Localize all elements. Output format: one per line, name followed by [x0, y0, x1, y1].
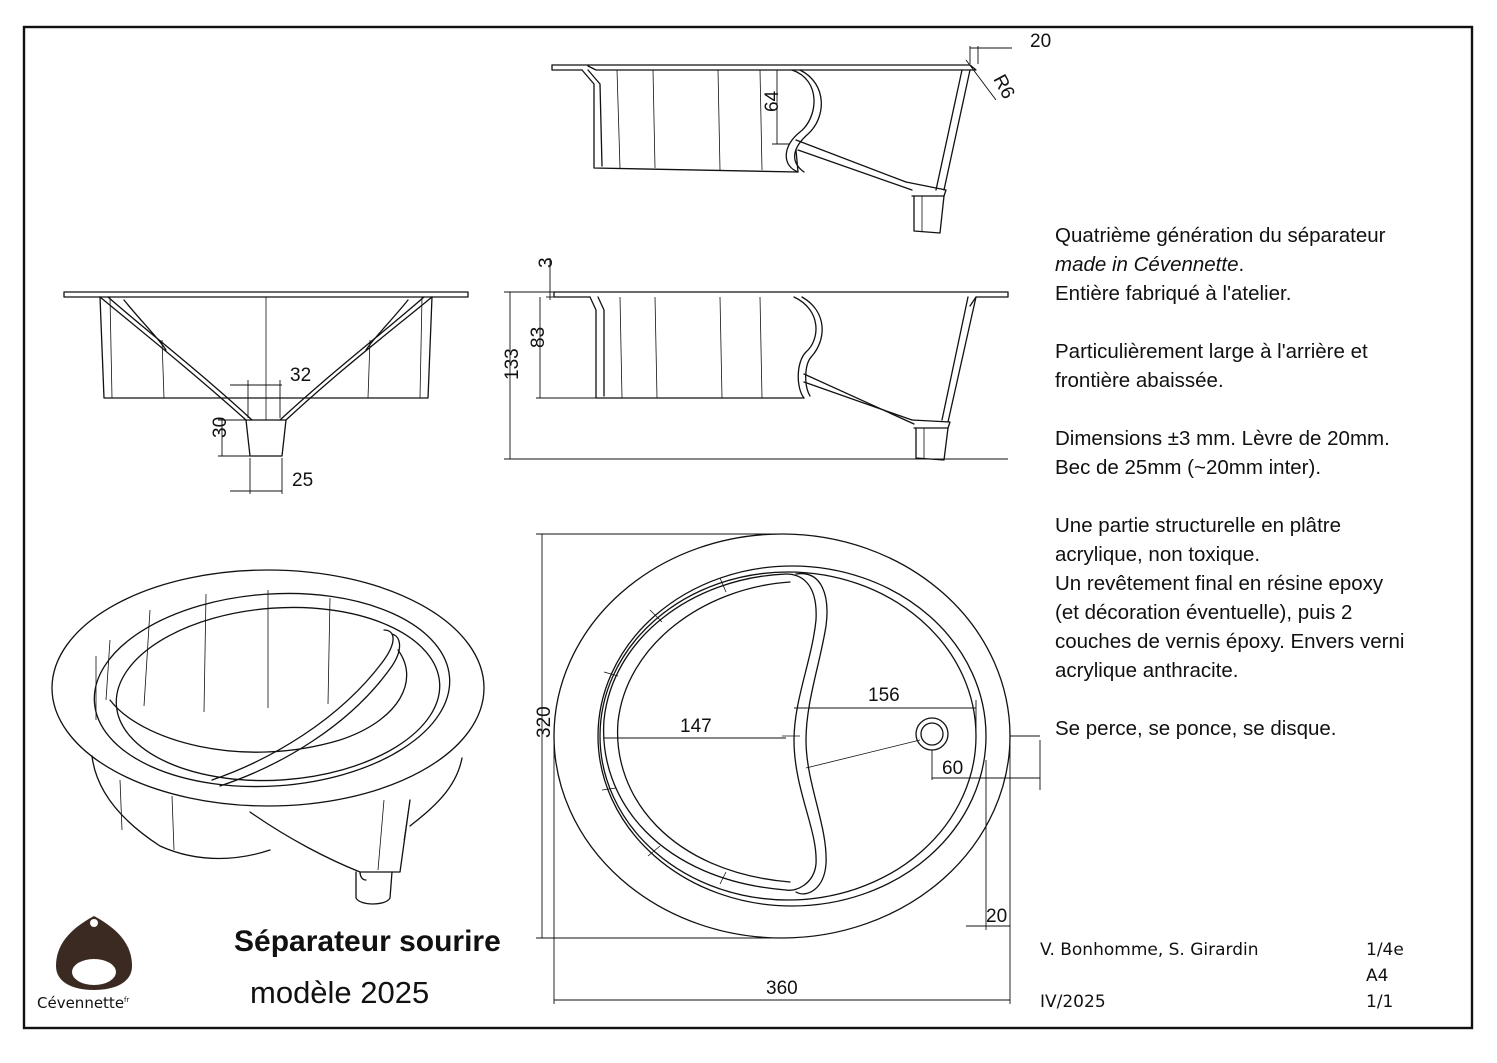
note-line: Dimensions ±3 mm. Lèvre de 20mm.: [1055, 427, 1390, 450]
logo-name: Cévennette: [37, 994, 125, 1012]
dim-height-64: 64: [762, 90, 783, 112]
drawing-title: Séparateur sourire: [234, 925, 501, 958]
plan-view: 147 156 60 320 360 20: [534, 533, 1041, 1004]
description-notes: Quatrième génération du séparateur made …: [1055, 221, 1475, 743]
dim-156: 156: [868, 685, 900, 706]
logo-text: Cévennettefr: [37, 994, 129, 1012]
title-block-format: A4: [1366, 966, 1389, 986]
dim-spout-bottom: 25: [292, 470, 313, 491]
note-line: Quatrième génération du séparateur: [1055, 224, 1386, 247]
front-elevation: 32 30 25: [63, 291, 469, 494]
logo-suffix: fr: [124, 996, 130, 1004]
note-line: frontière abaissée.: [1055, 369, 1224, 392]
dim-plan-depth: 320: [534, 706, 555, 738]
dim-plan-width: 360: [766, 978, 798, 999]
dim-lip-plan: 20: [986, 906, 1007, 927]
drawing-frame: [22, 25, 1474, 1030]
note-line: Un revêtement final en résine epoxy: [1055, 572, 1384, 595]
note-line: (et décoration éventuelle), puis 2: [1055, 601, 1353, 624]
note-line: couches de vernis époxy. Envers verni: [1055, 630, 1405, 653]
note-line: Entière fabriqué à l'atelier.: [1055, 282, 1292, 305]
note-line: made in Cévennette: [1055, 253, 1239, 276]
title-block-authors: V. Bonhomme, S. Girardin: [1040, 940, 1259, 960]
side-elevation-middle: 133 83 3: [502, 257, 1009, 461]
chestnut-icon: [56, 916, 132, 990]
note-line: acrylique, non toxique.: [1055, 543, 1261, 566]
dim-lip-thickness: 3: [536, 257, 557, 268]
note-line: acrylique anthracite.: [1055, 659, 1239, 682]
dim-147: 147: [680, 716, 712, 737]
dim-spout-width: 32: [290, 365, 311, 386]
dim-lip-top: 20: [1030, 31, 1051, 52]
dim-overall-height: 133: [502, 348, 523, 380]
side-elevation-top: 20 R6 64: [551, 31, 1051, 234]
note-line: Se perce, se ponce, se disque.: [1055, 717, 1337, 740]
title-block-sheet: 1/1: [1366, 992, 1394, 1012]
drawing-subtitle: modèle 2025: [250, 975, 430, 1010]
dim-spout-height: 30: [210, 417, 231, 438]
title-block-date: IV/2025: [1040, 992, 1106, 1012]
dim-radius: R6: [989, 71, 1019, 102]
dim-inner-depth: 83: [528, 327, 549, 348]
isometric-view: [51, 569, 485, 905]
note-line: Particulièrement large à l'arrière et: [1055, 340, 1368, 363]
note-line: Une partie structurelle en plâtre: [1055, 514, 1342, 537]
note-line: .: [1238, 253, 1245, 276]
dim-drain-offset: 60: [942, 758, 963, 779]
title-block-scale: 1/4e: [1366, 940, 1404, 960]
note-line: Bec de 25mm (~20mm inter).: [1055, 456, 1322, 479]
